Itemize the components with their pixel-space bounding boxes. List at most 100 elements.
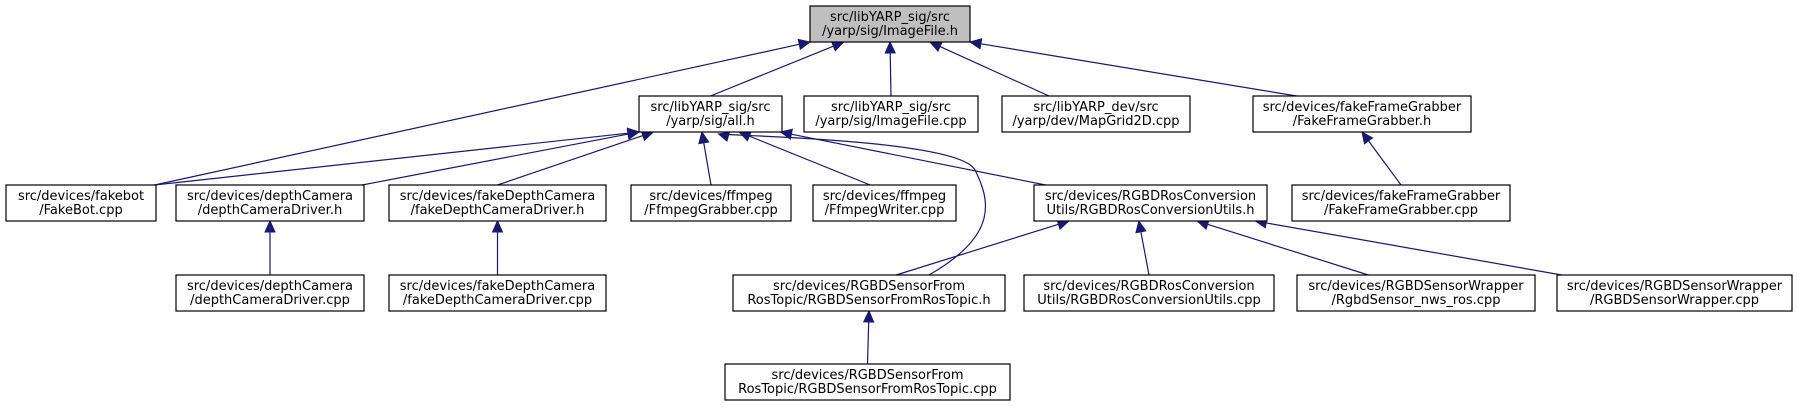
edge-line — [703, 142, 712, 186]
node-label-line: /FakeFrameGrabber.cpp — [1324, 203, 1478, 218]
node-label-line: src/libYARP_dev/src — [1033, 100, 1158, 115]
node-box[interactable] — [1001, 95, 1191, 133]
node-ffmpeggrabber-cpp[interactable]: src/devices/ffmpeg/FfmpegGrabber.cpp — [630, 184, 792, 222]
edge-arrowhead — [698, 130, 710, 145]
node-rgbdrosconversionutils-cpp[interactable]: src/devices/RGBDRosConversionUtils/RGBDR… — [1023, 274, 1275, 312]
node-rgbdsensorwrapper-cpp[interactable]: src/devices/RGBDSensorWrapper/RGBDSensor… — [1556, 274, 1793, 312]
node-box[interactable] — [803, 95, 979, 133]
edge-arrowhead — [928, 41, 943, 53]
node-label-line: src/devices/RGBDSensorWrapper — [1567, 279, 1783, 294]
edge-arrowhead — [1361, 131, 1374, 145]
edge-rgbdrosconversionutils_h-to-all_h — [779, 128, 1046, 186]
edge-fakebot_cpp-to-imagefile_h — [154, 38, 812, 186]
node-imagefile-cpp[interactable]: src/libYARP_sig/src/yarp/sig/ImageFile.c… — [803, 95, 979, 133]
node-box[interactable] — [812, 184, 957, 222]
node-label-line: /depthCameraDriver.h — [198, 203, 342, 218]
node-box[interactable] — [630, 184, 792, 222]
node-box[interactable] — [638, 95, 783, 133]
node-box[interactable] — [1023, 274, 1275, 312]
edge-depthcameradriver_cpp-to-depthcameradriver_h — [264, 219, 276, 275]
node-label-line: src/devices/RGBDRosConversion — [1045, 189, 1256, 204]
node-label-line: src/devices/depthCamera — [187, 189, 353, 204]
edge-arrowhead — [830, 40, 845, 52]
edge-rgbdrosconversionutils_cpp-to-rgbdrosconversionutils_h — [1135, 219, 1150, 276]
node-ffmpegwriter-cpp[interactable]: src/devices/ffmpeg/FfmpegWriter.cpp — [812, 184, 957, 222]
node-depthcameradriver-cpp[interactable]: src/devices/depthCamera/depthCameraDrive… — [175, 274, 365, 312]
node-label-line: /FakeFrameGrabber.h — [1293, 114, 1432, 129]
node-label-line: src/devices/fakeFrameGrabber — [1302, 189, 1501, 204]
node-rgbdsensorfromrostopic-cpp[interactable]: src/devices/RGBDSensorFromRosTopic/RGBDS… — [724, 363, 1011, 401]
node-fakeframegrabber-cpp[interactable]: src/devices/fakeFrameGrabber/FakeFrameGr… — [1291, 184, 1511, 222]
node-label-line: /FakeBot.cpp — [39, 203, 122, 218]
node-label-line: src/devices/depthCamera — [187, 279, 353, 294]
edge-arrowhead — [797, 38, 812, 51]
node-box[interactable] — [1291, 184, 1511, 222]
node-depthcameradriver-h[interactable]: src/devices/depthCamera/depthCameraDrive… — [175, 184, 365, 222]
edge-imagefile_cpp-to-imagefile_h — [884, 40, 896, 97]
edge-line — [1368, 140, 1402, 186]
edge-line — [980, 43, 1297, 97]
node-imagefile-h[interactable]: src/libYARP_sig/src/yarp/sig/ImageFile.h — [809, 5, 971, 43]
edge-rgbdsensorfromrostopic_h-to-all_h — [717, 131, 987, 276]
edge-arrowhead — [968, 38, 983, 50]
node-label-line: src/devices/fakeDepthCamera — [400, 279, 595, 294]
edge-line — [896, 223, 1059, 276]
node-box[interactable] — [388, 274, 607, 312]
node-fakedepthcameradriver-h[interactable]: src/devices/fakeDepthCamera/fakeDepthCam… — [388, 184, 607, 222]
node-mapgrid2d-cpp[interactable]: src/libYARP_dev/src/yarp/dev/MapGrid2D.c… — [1001, 95, 1191, 133]
edge-line — [1266, 222, 1562, 276]
edge-mapgrid2d_cpp-to-imagefile_h — [928, 41, 1050, 97]
edge-line — [889, 52, 892, 97]
edge-arrowhead — [264, 219, 276, 233]
node-label-line: /yarp/sig/all.h — [666, 114, 755, 129]
node-box[interactable] — [175, 184, 365, 222]
node-label-line: /FfmpegGrabber.cpp — [644, 203, 777, 218]
edge-fakeframegrabber_cpp-to-fakeframegrabber_h — [1361, 131, 1402, 186]
node-label-line: /yarp/sig/ImageFile.cpp — [815, 114, 966, 129]
node-fakebot-cpp[interactable]: src/devices/fakebot/FakeBot.cpp — [5, 184, 157, 222]
node-box[interactable] — [809, 5, 971, 43]
edge-line — [1207, 223, 1369, 276]
edge-line — [710, 45, 834, 97]
edge-line — [718, 133, 987, 276]
edge-arrowhead — [884, 40, 896, 54]
edge-arrowhead — [779, 128, 793, 140]
node-box[interactable] — [5, 184, 157, 222]
edge-rgbdsensorwrapper_cpp-to-rgbdrosconversionutils_h — [1254, 217, 1562, 276]
node-label-line: /yarp/sig/ImageFile.h — [822, 24, 958, 39]
node-box[interactable] — [388, 184, 607, 222]
node-label-line: Utils/RGBDRosConversionUtils.h — [1046, 203, 1254, 218]
node-label-line: /yarp/dev/MapGrid2D.cpp — [1012, 114, 1179, 129]
node-box[interactable] — [724, 363, 1011, 401]
edge-rgbdsensorfromrostopic_h-to-rgbdrosconversionutils_h — [896, 218, 1071, 276]
node-fakedepthcameradriver-cpp[interactable]: src/devices/fakeDepthCamera/fakeDepthCam… — [388, 274, 607, 312]
node-box[interactable] — [175, 274, 365, 312]
node-label-line: /RGBDSensorWrapper.cpp — [1590, 293, 1759, 308]
edge-line — [939, 45, 1050, 97]
node-rgbdsensor-nws-ros-cpp[interactable]: src/devices/RGBDSensorWrapper/RgbdSensor… — [1296, 274, 1536, 312]
edge-arrowhead — [717, 131, 731, 142]
node-box[interactable] — [1556, 274, 1793, 312]
edge-fakedepthcameradriver_cpp-to-fakedepthcameradriver_h — [491, 219, 504, 275]
edge-arrowhead — [1135, 219, 1147, 234]
node-fakeframegrabber-h[interactable]: src/devices/fakeFrameGrabber/FakeFrameGr… — [1252, 95, 1472, 133]
node-label-line: src/devices/ffmpeg — [649, 189, 772, 204]
node-box[interactable] — [1252, 95, 1472, 133]
node-box[interactable] — [1296, 274, 1536, 312]
node-box[interactable] — [1033, 184, 1268, 222]
node-label-line: src/devices/fakebot — [18, 189, 144, 204]
node-rgbdrosconversionutils-h[interactable]: src/devices/RGBDRosConversionUtils/RGBDR… — [1033, 184, 1268, 222]
node-label-line: src/devices/fakeDepthCamera — [400, 189, 595, 204]
edge-fakedepthcameradriver_h-to-all_h — [497, 130, 655, 186]
node-all-h[interactable]: src/libYARP_sig/src/yarp/sig/all.h — [638, 95, 783, 133]
node-label-line: /depthCameraDriver.cpp — [190, 293, 350, 308]
edge-line — [749, 135, 871, 186]
node-label-line: RosTopic/RGBDSensorFromRosTopic.cpp — [738, 382, 997, 397]
node-label-line: /fakeDepthCameraDriver.h — [411, 203, 585, 218]
node-box[interactable] — [732, 274, 1006, 312]
node-rgbdsensorfromrostopic-h[interactable]: src/devices/RGBDSensorFromRosTopic/RGBDS… — [732, 274, 1006, 312]
node-label-line: src/devices/fakeFrameGrabber — [1263, 100, 1462, 115]
nodes-layer: src/libYARP_sig/src/yarp/sig/ImageFile.h… — [5, 5, 1793, 401]
node-label-line: RosTopic/RGBDSensorFromRosTopic.h — [747, 293, 990, 308]
